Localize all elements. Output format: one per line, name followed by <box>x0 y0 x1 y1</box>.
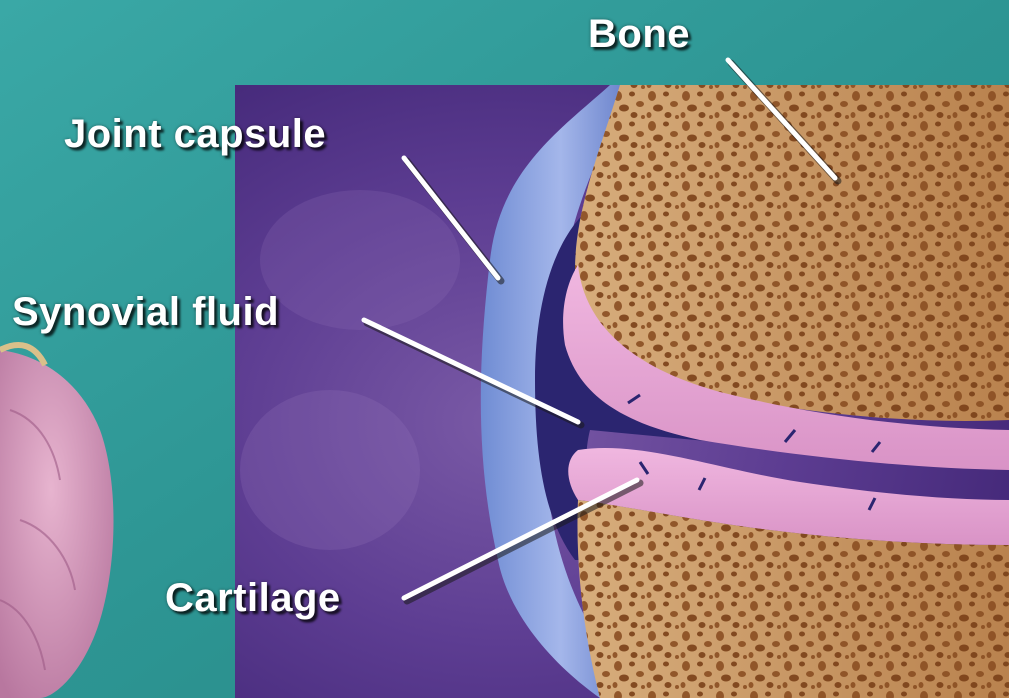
synovial-fluid-label: Synovial fluid <box>12 292 279 332</box>
cartilage-label: Cartilage <box>165 578 341 618</box>
joint-capsule-label: Joint capsule <box>64 114 326 154</box>
joint-closeup-panel <box>235 85 1009 698</box>
bone-label: Bone <box>588 14 690 54</box>
